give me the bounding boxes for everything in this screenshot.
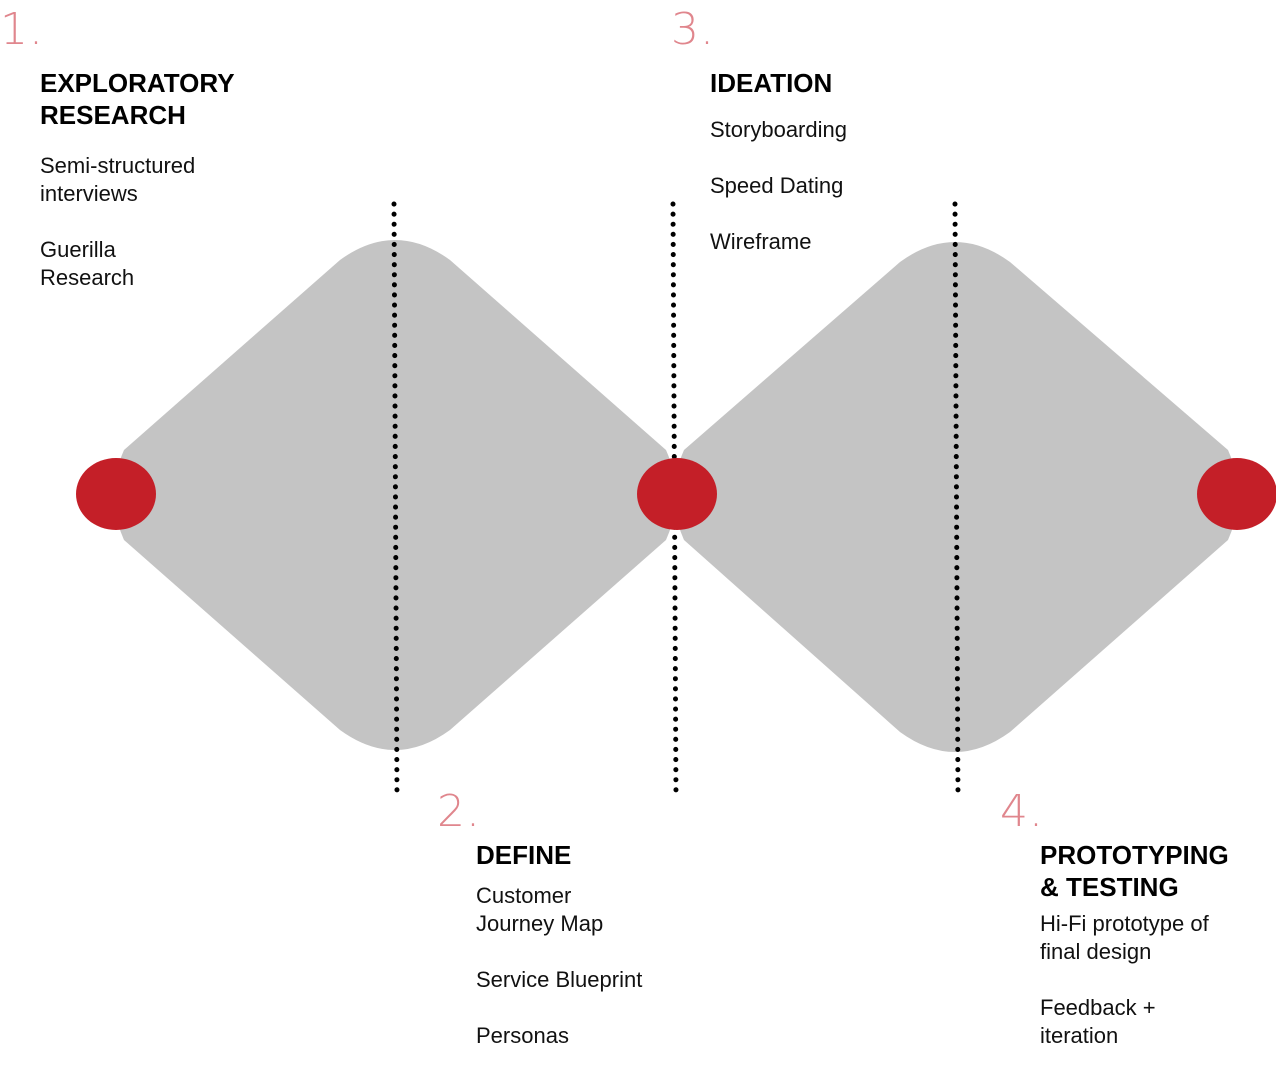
method-semi-structured-interviews: Semi-structured interviews [40, 153, 196, 206]
phase-title-define: DEFINE [476, 840, 572, 870]
phase-title-exploratory-research: EXPLORATORY RESEARCH [40, 68, 235, 130]
method-speed-dating: Speed Dating [710, 173, 844, 198]
divider-line-2 [670, 201, 679, 800]
method-feedback-iteration: Feedback + iteration [1040, 995, 1156, 1048]
node-end [1197, 458, 1276, 530]
phase-title-prototyping-testing: PROTOTYPING & TESTING [1040, 840, 1229, 902]
node-start [76, 458, 156, 530]
divider-line-1 [391, 201, 400, 800]
method-service-blueprint: Service Blueprint [476, 967, 643, 992]
divider-line-3 [952, 201, 961, 800]
method-hi-fi-prototype: Hi-Fi prototype of final design [1040, 911, 1209, 964]
method-personas: Personas [476, 1023, 569, 1048]
step-number-1: 1. [0, 4, 44, 55]
method-guerilla-research: Guerilla Research [40, 237, 135, 290]
step-number-4: 4. [1000, 786, 1044, 837]
step-number-2: 2. [437, 786, 481, 837]
method-storyboarding: Storyboarding [710, 117, 847, 142]
node-middle [637, 458, 717, 530]
method-customer-journey-map: Customer Journey Map [476, 883, 604, 936]
step-number-3: 3. [671, 4, 715, 55]
method-wireframe: Wireframe [710, 229, 812, 254]
phase-title-ideation: IDEATION [710, 68, 833, 98]
